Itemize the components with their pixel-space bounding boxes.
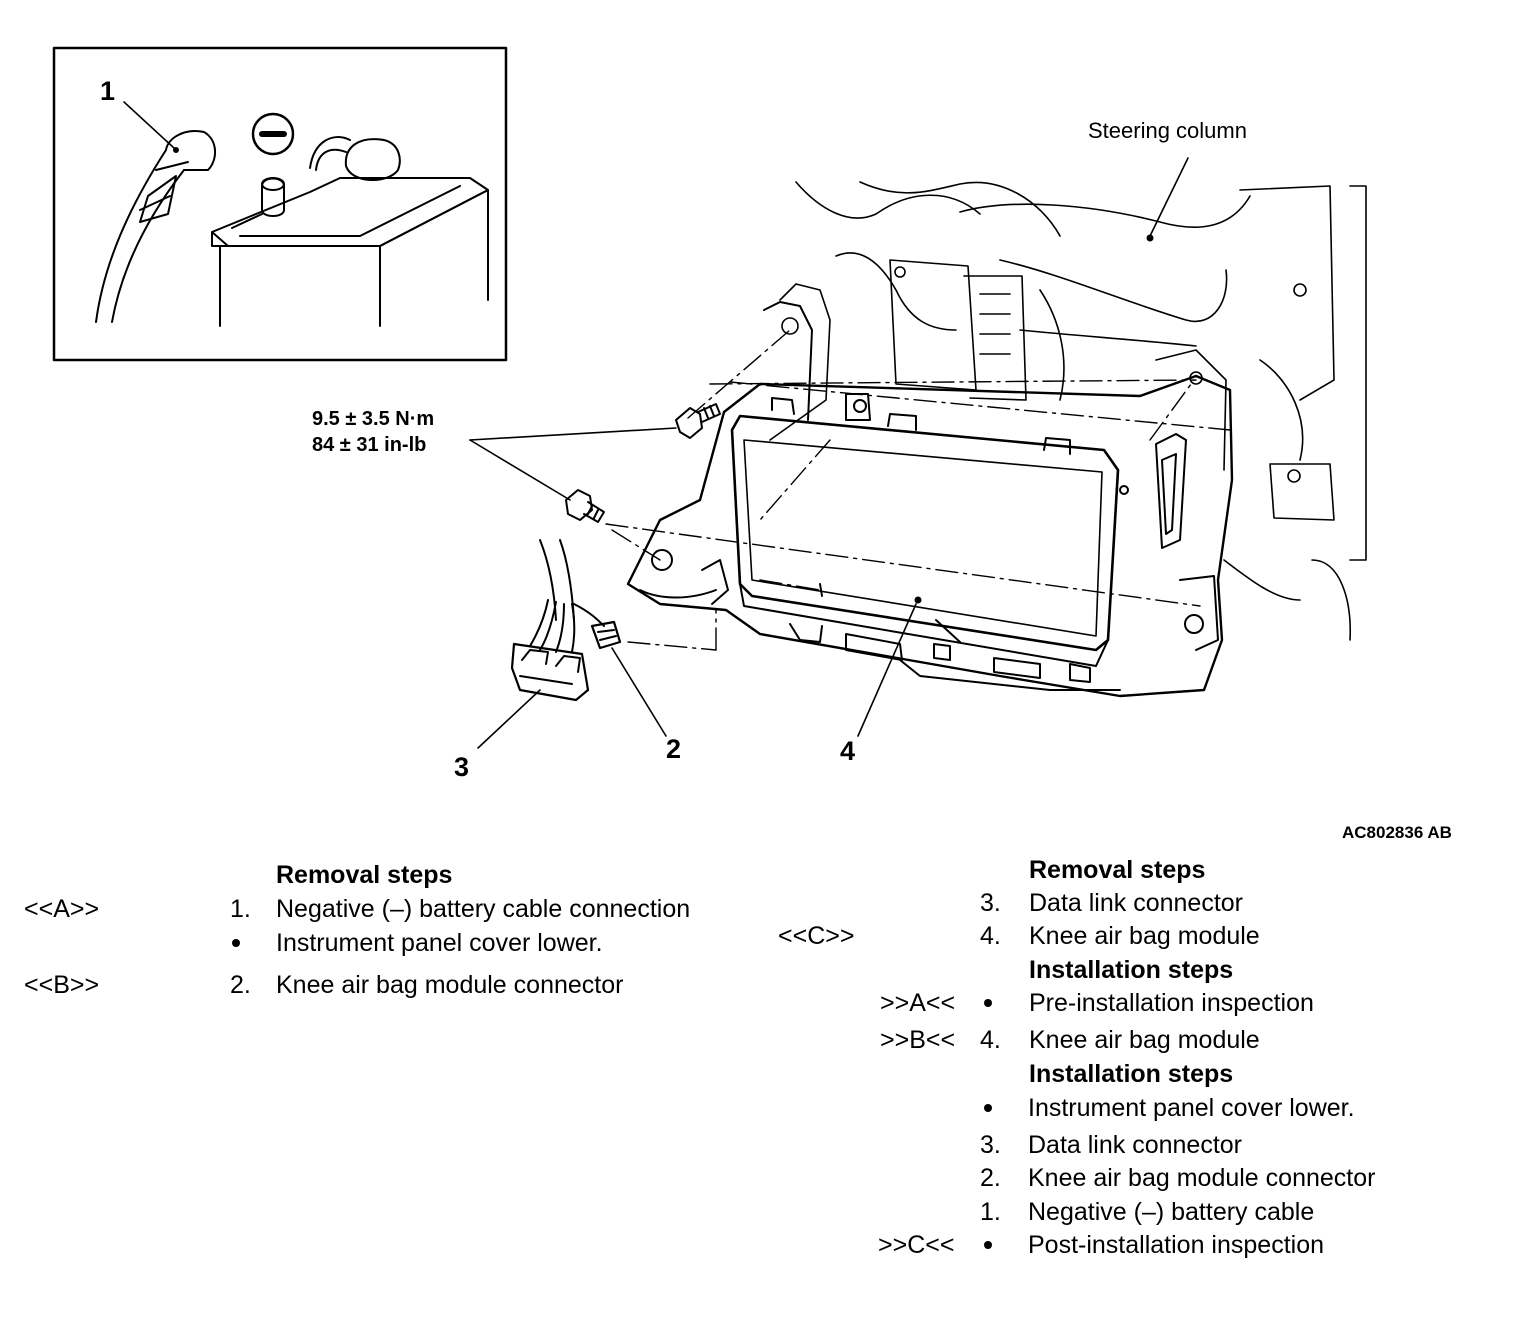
step-ref: >>A<< [880, 989, 956, 1017]
bullet-icon [984, 1241, 992, 1249]
right-installation-header-1: Installation steps [1029, 956, 1234, 984]
step-ref: >>C<< [878, 1231, 955, 1259]
torque-imperial: 84 ± 31 in-lb [312, 434, 427, 456]
step-text: Knee air bag module [1029, 922, 1260, 950]
step-number: 1. [980, 1198, 1001, 1226]
callout-4: 4 [840, 736, 856, 766]
figure-id: AC802836 AB [1342, 823, 1452, 842]
step-number: 1. [230, 895, 251, 923]
step-number: 4. [980, 1026, 1001, 1054]
callout-1: 1 [100, 76, 116, 106]
battery-inset [52, 46, 508, 362]
step-ref: <<C>> [778, 922, 855, 950]
torque-metric: 9.5 ± 3.5 N·m [312, 408, 435, 430]
step-text: Post-installation inspection [1028, 1231, 1324, 1259]
bullet-icon [984, 1104, 992, 1112]
step-ref: >>B<< [880, 1026, 956, 1054]
step-number: 2. [980, 1164, 1001, 1192]
step-ref: <<A>> [24, 895, 100, 923]
minus-sign-icon [251, 112, 295, 156]
step-text: Data link connector [1029, 889, 1244, 917]
callout-2: 2 [666, 734, 682, 764]
alignment-lines [605, 329, 1231, 651]
right-removal-header: Removal steps [1029, 856, 1206, 884]
callout-3: 3 [454, 752, 470, 782]
bolt-lower [565, 489, 605, 523]
left-removal-header: Removal steps [276, 861, 453, 889]
step-number: 2. [230, 971, 251, 999]
step-text: Knee air bag module [1029, 1026, 1260, 1054]
step-text: Pre-installation inspection [1029, 989, 1314, 1017]
right-installation-header-2: Installation steps [1029, 1060, 1234, 1088]
bullet-icon [232, 939, 240, 947]
harness-and-connectors [477, 539, 917, 749]
step-text: Negative (–) battery cable [1028, 1198, 1315, 1226]
step-ref: <<B>> [24, 971, 100, 999]
torque-spec: 9.5 ± 3.5 N·m 84 ± 31 in-lb [312, 406, 434, 458]
step-number: 3. [980, 889, 1001, 917]
step-text: Instrument panel cover lower. [1028, 1094, 1355, 1122]
steering-column-label: Steering column [1088, 118, 1247, 143]
step-text: Instrument panel cover lower. [276, 929, 603, 957]
step-number: 3. [980, 1131, 1001, 1159]
step-text: Knee air bag module connector [1028, 1164, 1376, 1192]
step-text: Data link connector [1028, 1131, 1243, 1159]
bullet-icon [984, 999, 992, 1007]
knee-airbag-exploded-diagram [52, 46, 1367, 749]
step-text: Knee air bag module connector [276, 971, 624, 999]
step-number: 4. [980, 922, 1001, 950]
bolt-upper [675, 403, 721, 439]
step-text: Negative (–) battery cable connection [276, 895, 691, 923]
knee-airbag-module [626, 301, 1234, 698]
